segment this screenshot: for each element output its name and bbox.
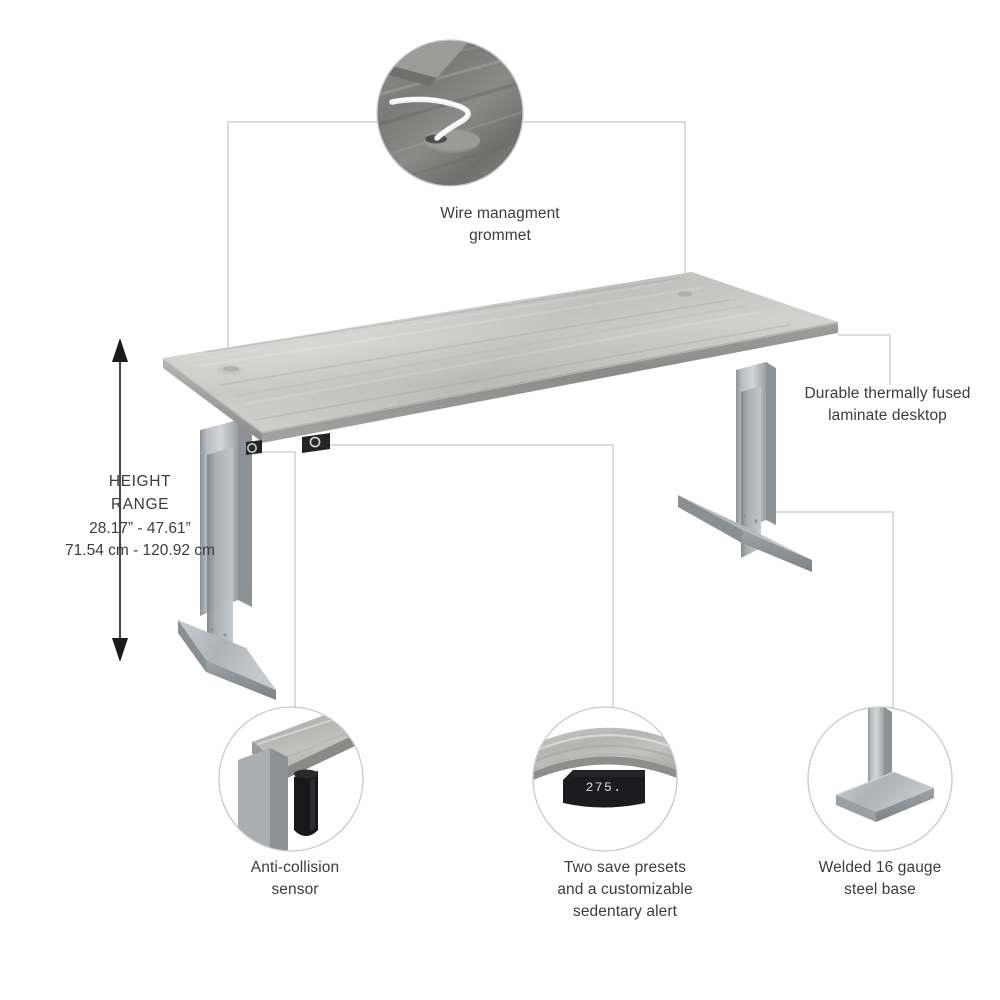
desk-top-surface (162, 272, 839, 443)
height-range-values: 28.17” - 47.61” 71.54 cm - 120.92 cm (20, 518, 260, 563)
desk-leg-left (178, 420, 276, 700)
svg-text:275.: 275. (586, 780, 623, 795)
detail-circle-steel-base (807, 706, 953, 852)
detail-circle-sensor (218, 706, 364, 852)
control-panel-module (302, 433, 330, 453)
height-range-dimension (112, 338, 128, 662)
callout-label-steel-base: Welded 16 gauge steel base (818, 859, 942, 898)
detail-circle-control-panel: 275. (532, 706, 678, 852)
height-range-metric: 71.54 cm - 120.92 cm (65, 542, 215, 560)
grommet-left (218, 365, 244, 375)
detail-circle-grommet (376, 39, 524, 187)
grommet-right (673, 290, 697, 300)
callout-label-presets: Two save presets and a customizable sede… (557, 859, 693, 920)
height-range-title: HEIGHT RANGE (108, 473, 172, 514)
anti-collision-sensor-module (246, 440, 262, 455)
callout-label-grommet: Wire managment grommet (440, 205, 560, 244)
callout-label-laminate: Durable thermally fused laminate desktop (804, 385, 971, 424)
desk-main (162, 272, 839, 700)
desk-leg-right (678, 362, 812, 572)
height-range-imperial: 28.17” - 47.61” (89, 520, 191, 537)
control-panel-display: 275. (586, 780, 623, 795)
callout-label-sensor: Anti-collision sensor (250, 859, 340, 898)
